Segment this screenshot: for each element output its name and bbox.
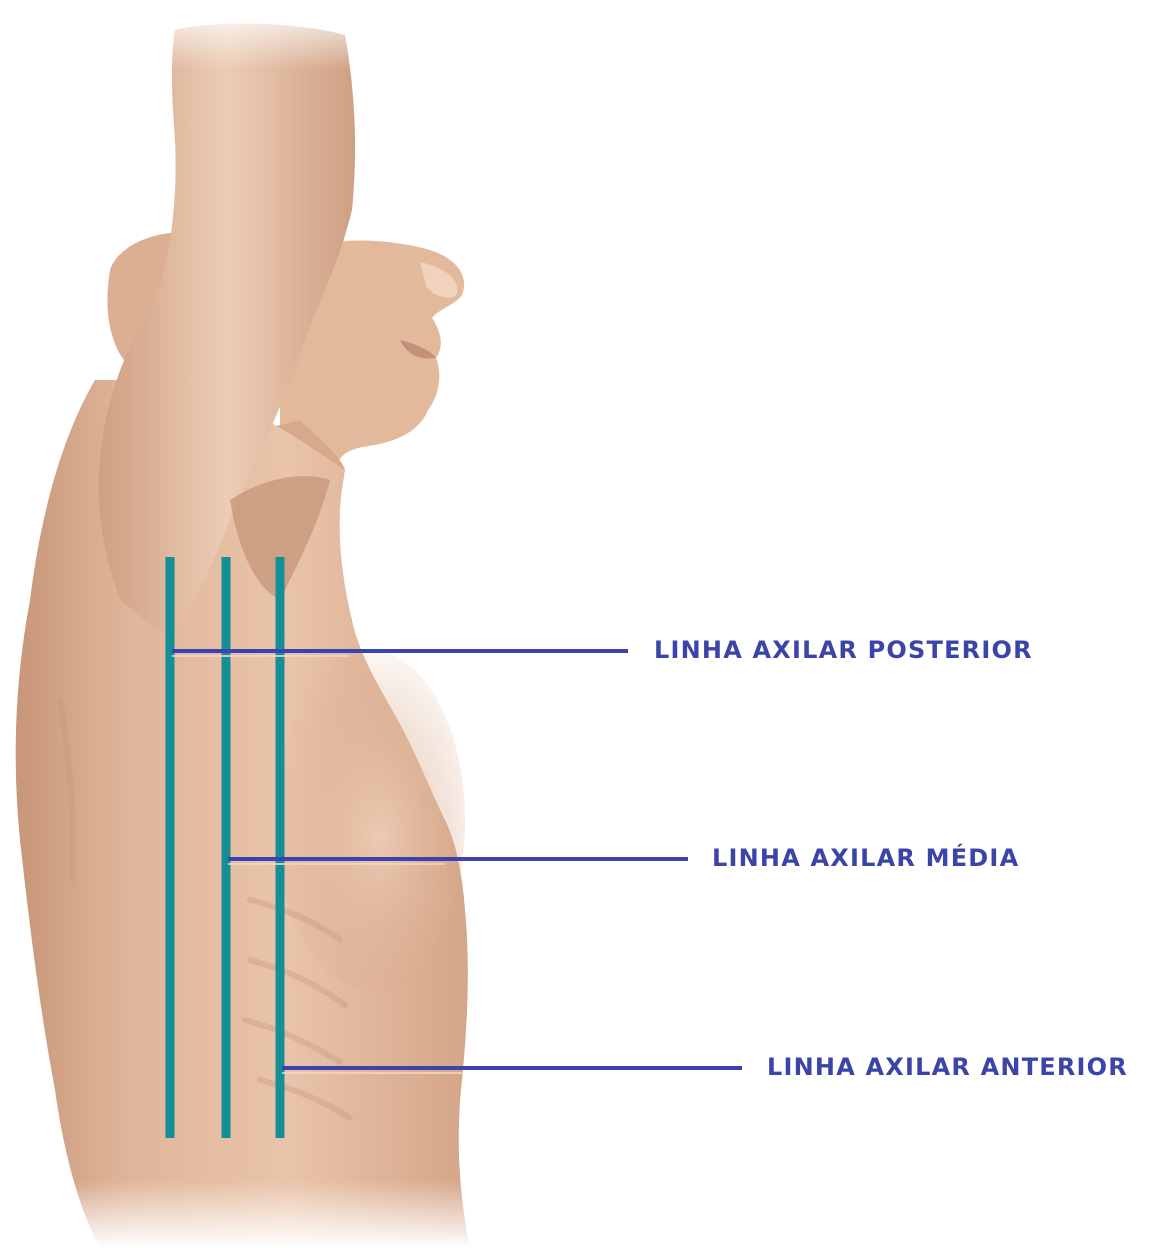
- top-fade: [150, 0, 380, 70]
- label-linha-axilar-media: LINHA AXILAR MÉDIA: [712, 846, 1019, 870]
- label-linha-axilar-posterior: LINHA AXILAR POSTERIOR: [654, 638, 1033, 662]
- chest-highlight: [275, 650, 465, 990]
- bottom-fade: [0, 1180, 520, 1248]
- label-linha-axilar-anterior: LINHA AXILAR ANTERIOR: [767, 1055, 1128, 1079]
- torso-illustration: [0, 0, 520, 1248]
